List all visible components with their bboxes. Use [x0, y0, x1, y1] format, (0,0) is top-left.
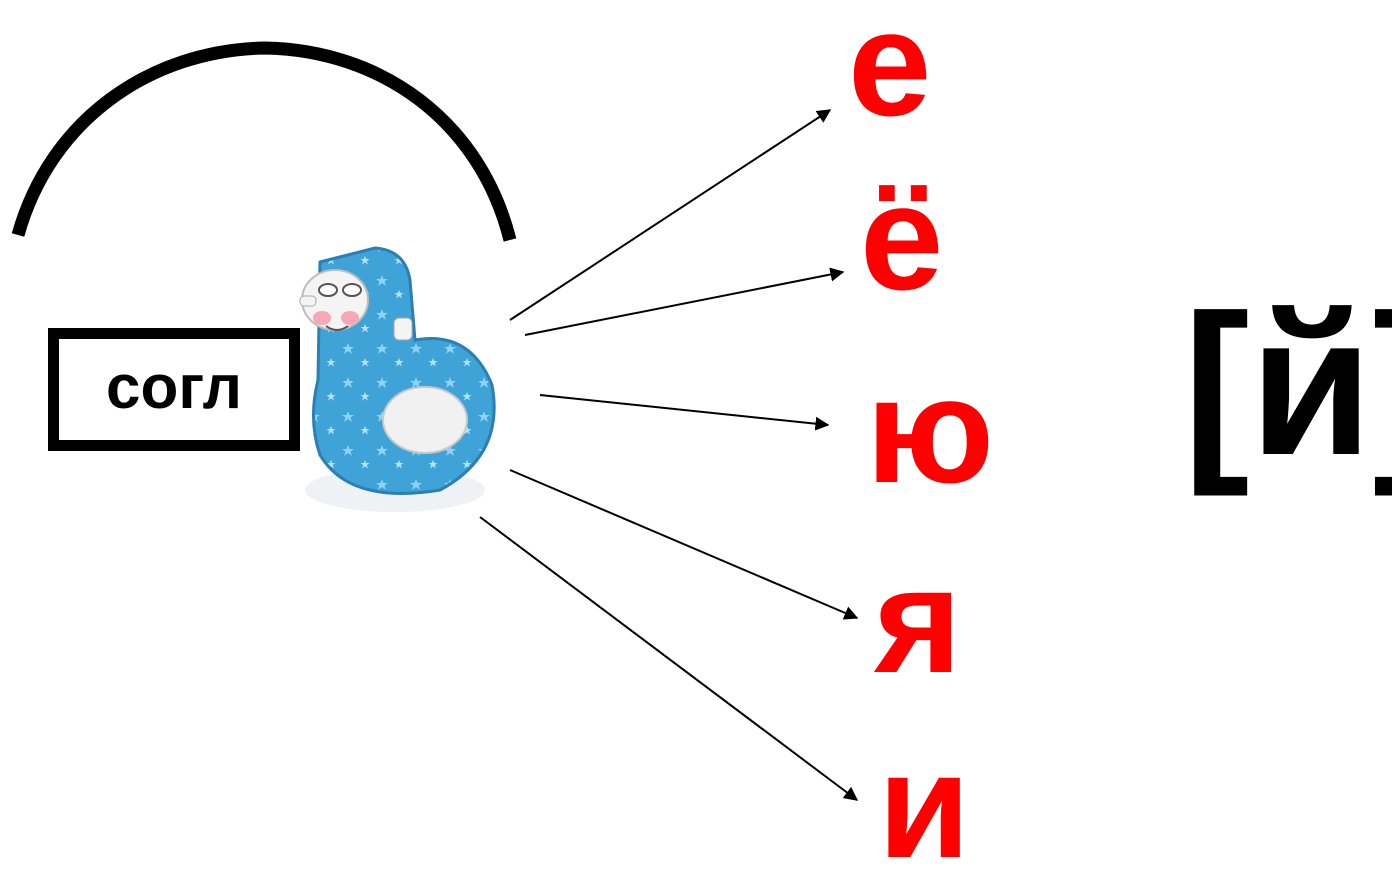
arrow-to-yu: [540, 395, 828, 425]
vowel-i: и: [878, 730, 970, 880]
arrow-to-i: [480, 517, 857, 800]
sound-label: [й]: [1183, 286, 1392, 486]
vowel-e: е: [848, 0, 931, 138]
arrow-to-yo: [525, 272, 843, 335]
consonant-box: согл: [48, 328, 300, 451]
arrow-to-e: [510, 110, 830, 320]
vowel-ya: я: [874, 545, 962, 695]
soft-sign-character-icon: [300, 248, 494, 512]
arrow-to-ya: [510, 470, 857, 618]
consonant-label: согл: [106, 357, 242, 419]
vowel-yu: ю: [866, 355, 994, 505]
vowel-yo: ё: [860, 162, 943, 312]
syllable-arc: [18, 48, 510, 240]
